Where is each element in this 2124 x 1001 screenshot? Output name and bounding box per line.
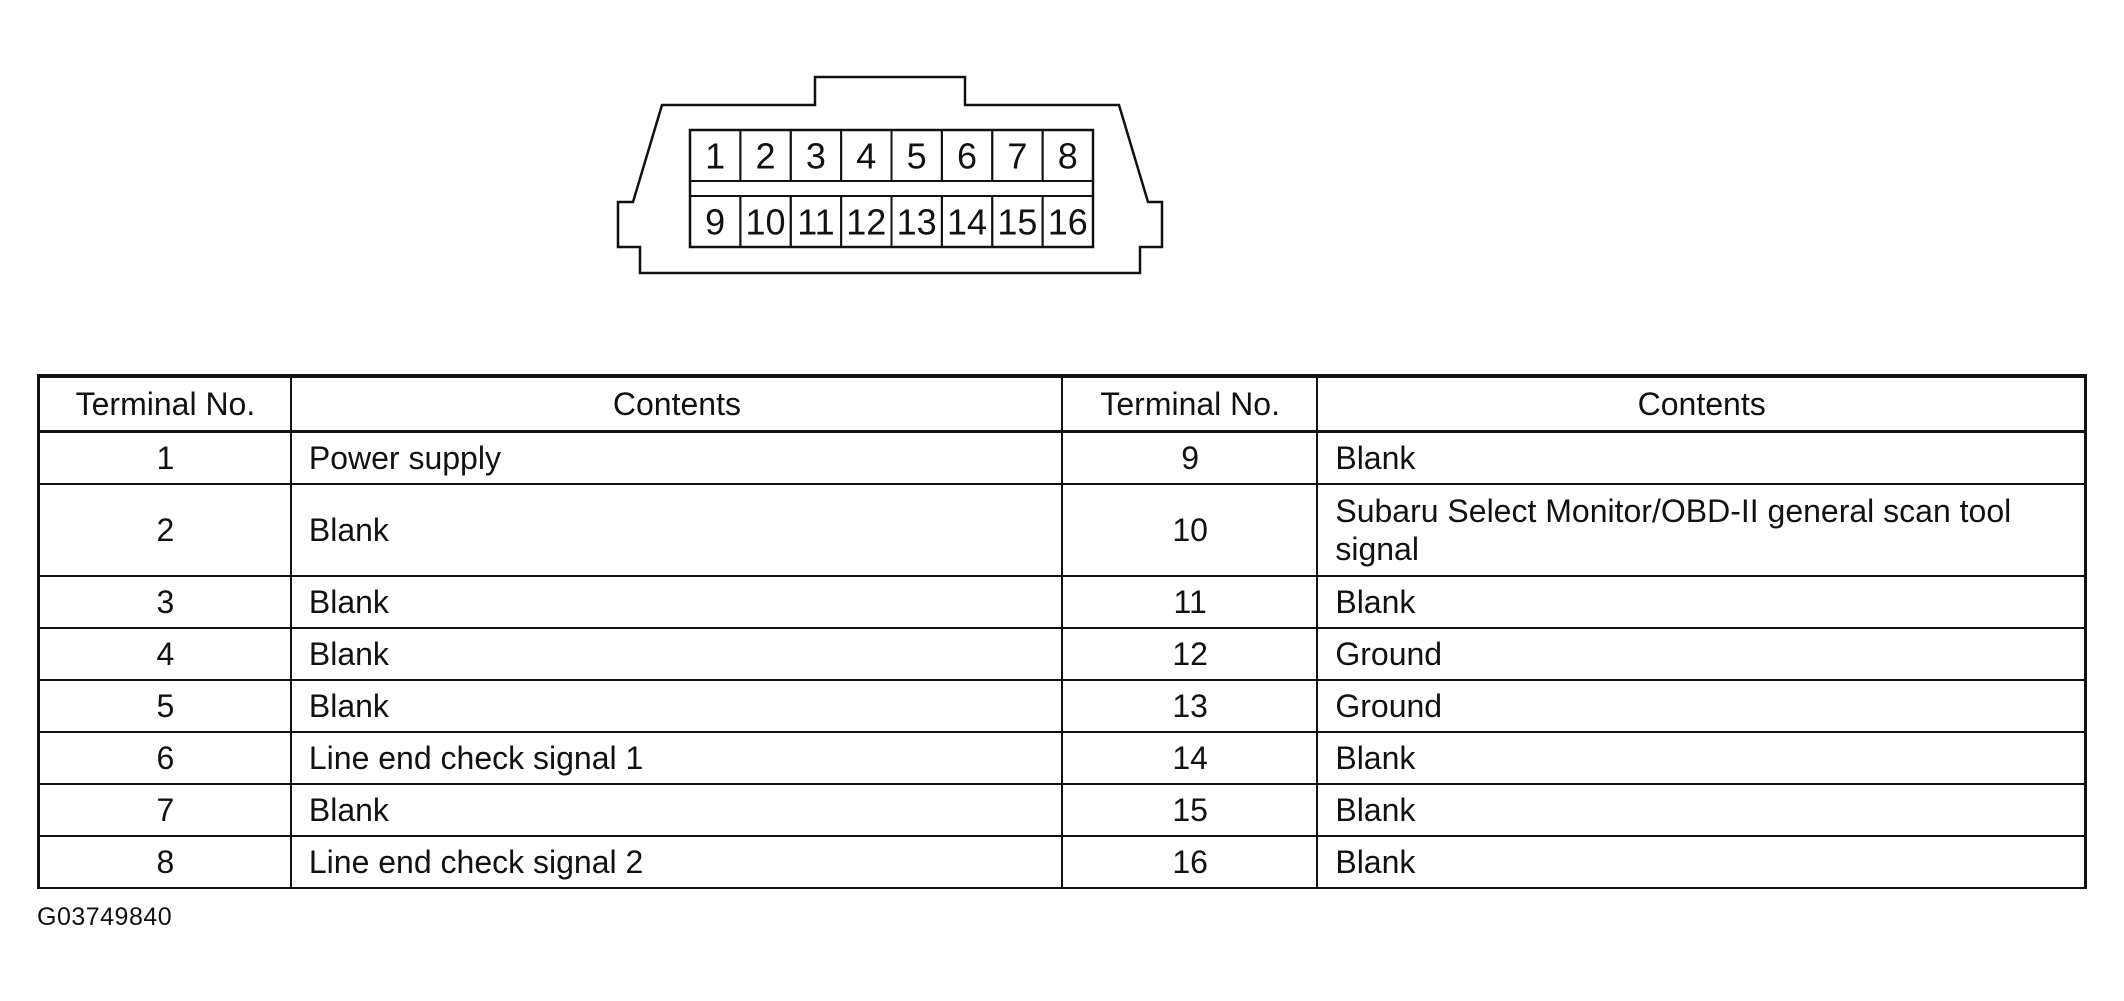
table-row: 3 Blank 11 Blank <box>37 574 2087 629</box>
terminal-assignment-table: Terminal No. Contents Terminal No. Conte… <box>37 374 2087 889</box>
pin-number-label: 15 <box>997 202 1037 243</box>
right-terminal-number: 10 <box>1060 482 1319 577</box>
left-terminal-number: 8 <box>37 834 292 889</box>
pin-number-label: 2 <box>756 136 776 177</box>
right-terminal-number: 13 <box>1060 678 1319 733</box>
figure-code: G03749840 <box>37 903 173 931</box>
left-terminal-contents: Blank <box>289 782 1063 837</box>
pin-number-label: 5 <box>907 136 927 177</box>
right-terminal-number: 15 <box>1060 782 1319 837</box>
header-contents-left: Contents <box>289 375 1063 433</box>
left-terminal-contents: Power supply <box>289 430 1063 485</box>
pin-number-label: 13 <box>897 202 937 243</box>
connector-housing-outline <box>616 75 1164 275</box>
right-terminal-contents: Blank <box>1316 834 2087 889</box>
left-terminal-number: 1 <box>37 430 292 485</box>
left-terminal-number: 3 <box>37 574 292 629</box>
table-row: 6 Line end check signal 1 14 Blank <box>37 730 2087 785</box>
table-row: 8 Line end check signal 2 16 Blank <box>37 834 2087 889</box>
table-row: 5 Blank 13 Ground <box>37 678 2087 733</box>
left-terminal-number: 5 <box>37 678 292 733</box>
pin-number-label: 16 <box>1048 202 1088 243</box>
left-terminal-number: 7 <box>37 782 292 837</box>
right-terminal-contents: Ground <box>1316 678 2087 733</box>
right-terminal-contents: Ground <box>1316 626 2087 681</box>
right-terminal-contents: Blank <box>1316 730 2087 785</box>
table-row: 1 Power supply 9 Blank <box>37 430 2087 485</box>
left-terminal-number: 6 <box>37 730 292 785</box>
right-terminal-number: 11 <box>1060 574 1319 629</box>
right-terminal-number: 16 <box>1060 834 1319 889</box>
left-terminal-number: 2 <box>37 482 292 577</box>
left-terminal-contents: Blank <box>289 574 1063 629</box>
table-row: 4 Blank 12 Ground <box>37 626 2087 681</box>
right-terminal-contents: Blank <box>1316 574 2087 629</box>
pin-number-label: 7 <box>1007 136 1027 177</box>
pin-number-label: 1 <box>705 136 725 177</box>
pin-number-label: 14 <box>947 202 987 243</box>
header-terminal-no-left: Terminal No. <box>37 375 292 433</box>
pin-number-label: 4 <box>856 136 876 177</box>
pin-number-label: 11 <box>797 202 834 243</box>
left-terminal-contents: Blank <box>289 626 1063 681</box>
pin-number-label: 10 <box>746 202 786 243</box>
table-row: 7 Blank 15 Blank <box>37 782 2087 837</box>
pin-cell <box>1041 195 1094 248</box>
right-terminal-number: 12 <box>1060 626 1319 681</box>
header-contents-right: Contents <box>1316 375 2087 433</box>
left-terminal-contents: Blank <box>289 678 1063 733</box>
pin-number-label: 6 <box>957 136 977 177</box>
pin-number-label: 12 <box>846 202 886 243</box>
header-terminal-no-right: Terminal No. <box>1060 375 1319 433</box>
right-terminal-contents: Blank <box>1316 782 2087 837</box>
table-header-row: Terminal No. Contents Terminal No. Conte… <box>37 375 2087 433</box>
right-terminal-number: 9 <box>1060 430 1319 485</box>
pin-number-label: 8 <box>1058 136 1078 177</box>
right-terminal-contents: Subaru Select Monitor/OBD-II general sca… <box>1316 482 2087 577</box>
right-terminal-number: 14 <box>1060 730 1319 785</box>
right-terminal-contents: Blank <box>1316 430 2087 485</box>
table-row: 2 Blank 10 Subaru Select Monitor/OBD-II … <box>37 482 2087 577</box>
pin-cell <box>1041 129 1094 182</box>
left-terminal-contents: Line end check signal 2 <box>289 834 1063 889</box>
left-terminal-number: 4 <box>37 626 292 681</box>
pin-number-label: 3 <box>806 136 826 177</box>
left-terminal-contents: Line end check signal 1 <box>289 730 1063 785</box>
pin-number-label: 9 <box>705 202 725 243</box>
left-terminal-contents: Blank <box>289 482 1063 577</box>
